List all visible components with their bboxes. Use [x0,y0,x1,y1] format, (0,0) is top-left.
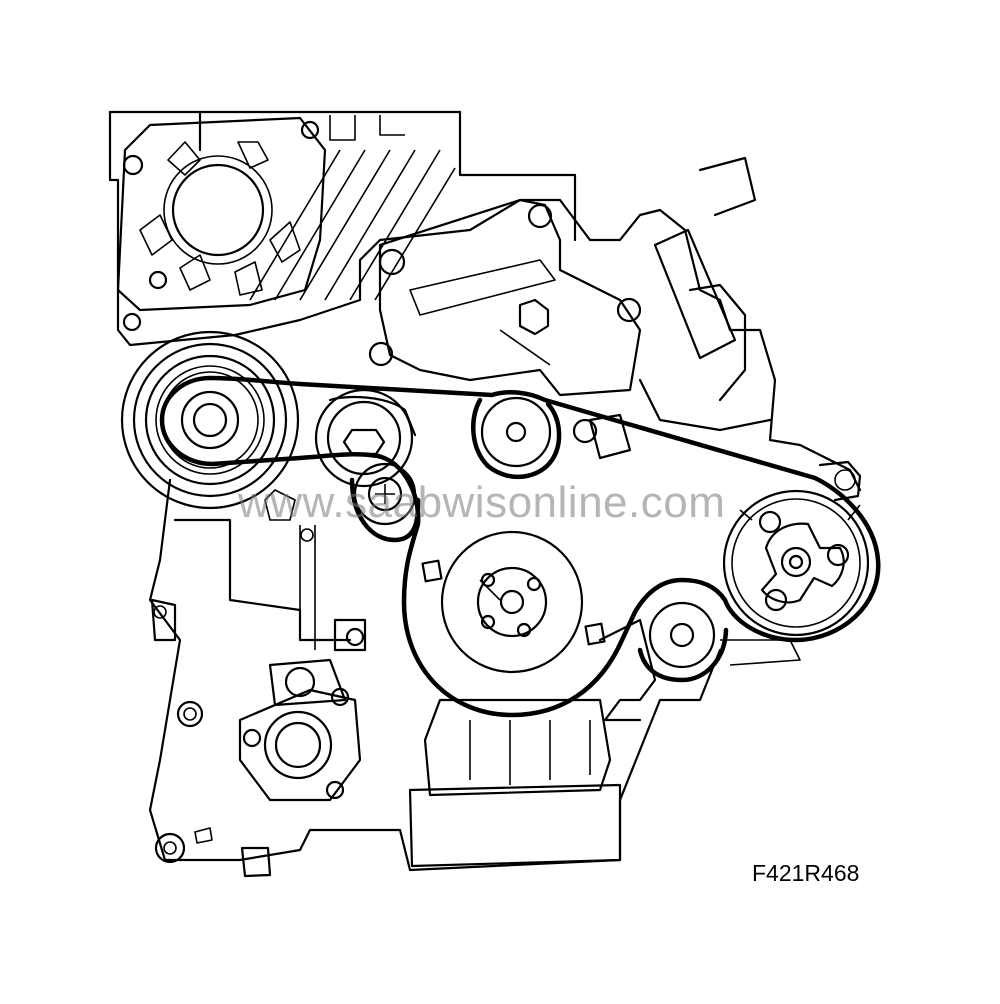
top-idler-pulley [480,396,552,468]
drive-belt [159,375,881,718]
power-steering-reservoir [818,460,862,502]
figure-code: F421R468 [752,860,860,886]
crankshaft-pulley [421,530,606,674]
ac-compressor-pulley [722,489,870,637]
watermark-text: www.saabwisonline.com [238,478,726,527]
alternator-pulley [120,330,300,510]
lower-idler-pulley [648,601,716,669]
engine-block [108,110,862,878]
